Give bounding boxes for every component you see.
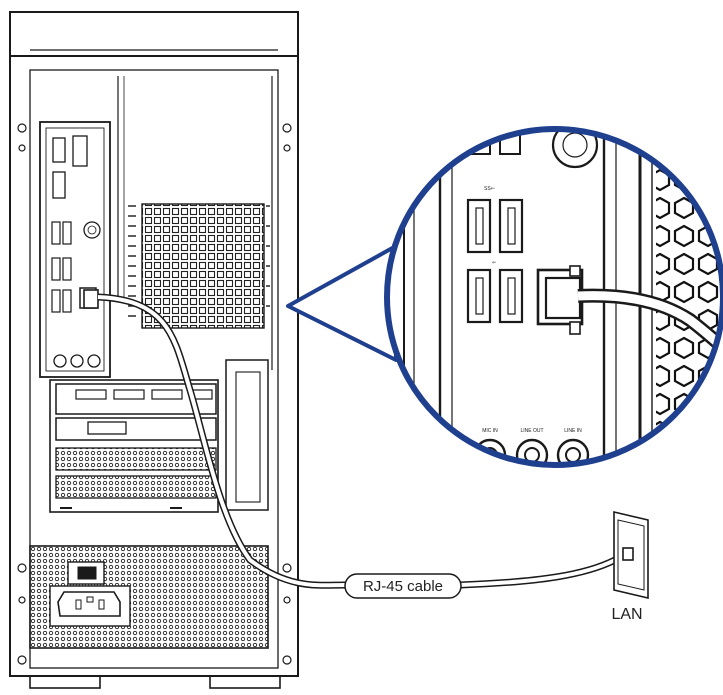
case-body: [9, 55, 299, 677]
cable-label-box: [344, 573, 462, 599]
line-in-label: LINE IN: [564, 428, 582, 434]
lan-label: LAN: [611, 606, 642, 623]
audio-jack: [70, 354, 84, 368]
usb2-label: ⇐: [492, 260, 496, 266]
fan-vent: [141, 203, 265, 329]
expansion-slots: [49, 379, 219, 513]
rj45-plug: [544, 276, 582, 320]
graphics-card-bracket: [55, 417, 217, 441]
zoom-ring: [384, 126, 723, 468]
pc-tower: [9, 11, 299, 689]
usb-port: [62, 289, 72, 313]
usb-port: [62, 221, 72, 245]
dvi-port: [87, 421, 127, 435]
vga-port: [52, 171, 66, 199]
usb-port: [51, 257, 61, 281]
hdmi-port: [52, 137, 66, 163]
usb-port: [51, 221, 61, 245]
usb-port: [51, 289, 61, 313]
displayport-port: [72, 135, 88, 167]
line-out-label: LINE OUT: [520, 428, 543, 434]
audio-jack: [87, 354, 101, 368]
case-foot: [209, 675, 281, 689]
wall-lan-jack: [613, 510, 649, 600]
side-bracket: [225, 359, 269, 511]
usb-port: [62, 257, 72, 281]
usb3-label: SS⇐: [484, 186, 495, 192]
io-panel: [39, 121, 111, 378]
case-foot: [29, 675, 101, 689]
graphics-card-bracket: [55, 383, 217, 415]
ps2-port: [83, 221, 101, 239]
audio-jack: [53, 354, 67, 368]
mic-in-label: MIC IN: [482, 428, 498, 434]
power-socket: [57, 591, 121, 617]
lan-cable: [83, 289, 617, 589]
power-switch: [77, 566, 97, 580]
case-screws: [17, 123, 292, 665]
cable-label: RJ-45 cable: [363, 578, 443, 595]
